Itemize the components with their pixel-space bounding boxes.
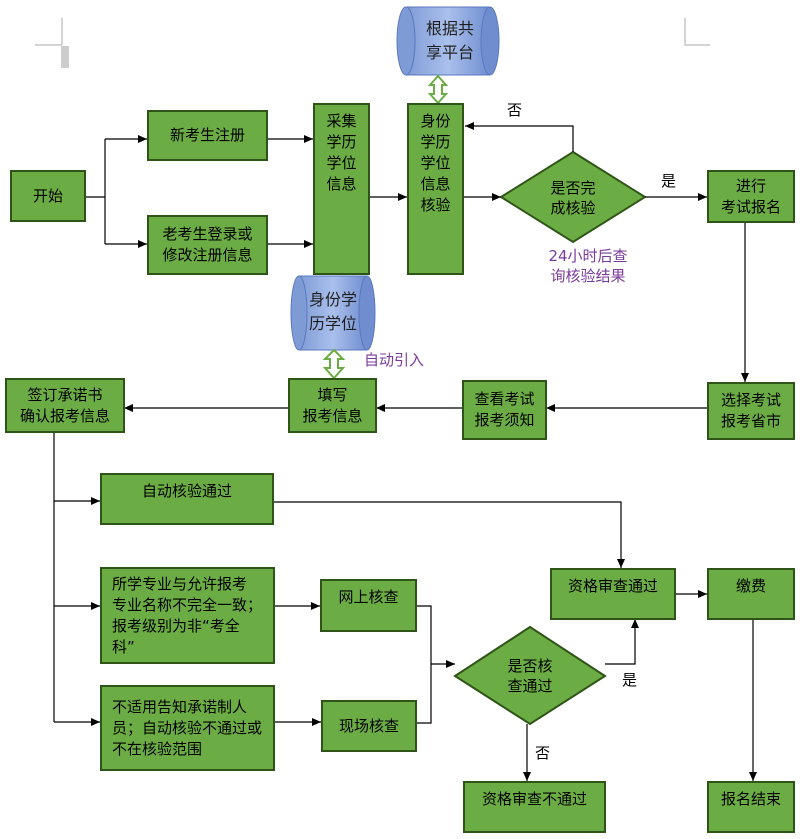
node-collect-info: 采集 学历 学位 信息 xyxy=(313,103,370,275)
node-online-check: 网上核查 xyxy=(320,579,417,632)
label-query-24h: 24小时后查 询核验结果 xyxy=(548,247,628,285)
node-old-candidate: 老考生登录或 修改注册信息 xyxy=(147,215,268,275)
verify-decision-label: 是否完 成核验 xyxy=(550,179,596,217)
label-yes-2: 是 xyxy=(622,671,638,689)
node-new-candidate: 新考生注册 xyxy=(147,110,268,161)
edge-check-yes xyxy=(605,619,639,665)
node-end: 报名结束 xyxy=(707,781,795,833)
edge-auto-pass xyxy=(273,501,625,568)
edge-decision-no xyxy=(465,122,574,152)
node-auto-pass: 自动核验通过 xyxy=(100,473,274,525)
edge-start-branch xyxy=(85,139,106,244)
node-select-province: 选择考试 报考省市 xyxy=(707,382,795,440)
node-exam-register: 进行 考试报名 xyxy=(707,170,795,223)
check-decision-label: 是否核 查通过 xyxy=(507,657,553,695)
shared-platform-label: 根据共 享平台 xyxy=(425,19,474,62)
node-read-notice: 查看考试 报考须知 xyxy=(462,380,547,440)
node-fill-info: 填写 报考信息 xyxy=(288,378,377,433)
sync-arrow-bottom xyxy=(322,348,346,380)
node-qualification-pass: 资格审查通过 xyxy=(550,568,676,620)
identity-degree-cylinder xyxy=(290,275,376,351)
cursor-mark xyxy=(61,46,69,68)
identity-degree-label: 身份学 历学位 xyxy=(308,290,357,333)
shared-platform-cylinder xyxy=(396,6,500,76)
edge-checks-merge xyxy=(416,605,455,724)
verify-decision-diamond xyxy=(499,150,647,244)
node-not-applicable: 不适用告知承诺制人 员；自动核验不通过或 不在核验范围 xyxy=(100,685,275,771)
node-sign-confirm: 签订承诺书 确认报考信息 xyxy=(5,378,125,433)
node-verify-identity: 身份 学历 学位 信息 核验 xyxy=(407,103,464,275)
node-start: 开始 xyxy=(10,170,86,222)
sync-arrow-top xyxy=(427,74,449,105)
label-auto-import: 自动引入 xyxy=(364,351,425,369)
node-payment: 缴费 xyxy=(707,568,795,620)
label-no-1: 否 xyxy=(507,101,523,119)
label-no-2: 否 xyxy=(535,744,551,762)
node-major-mismatch: 所学专业与允许报考 专业名称不完全一致； 报考级别为非“考全 科” xyxy=(100,567,275,664)
label-yes-1: 是 xyxy=(661,172,677,190)
page-corner-marks xyxy=(35,18,710,46)
node-onsite-check: 现场核查 xyxy=(321,700,417,752)
check-decision-diamond xyxy=(453,625,607,726)
node-qualification-fail: 资格审查不通过 xyxy=(463,781,606,833)
